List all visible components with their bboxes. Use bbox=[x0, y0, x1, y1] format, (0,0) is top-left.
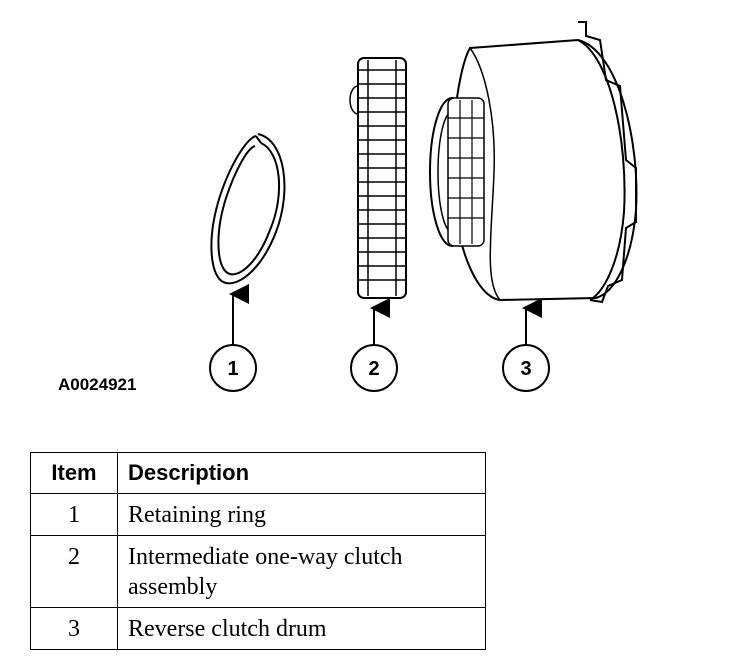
callout-1-label: 1 bbox=[227, 358, 238, 380]
row-2-description: Intermediate one-way clutch assembly bbox=[117, 535, 486, 608]
row-1-description: Retaining ring bbox=[117, 493, 486, 536]
figure-id: A0024921 bbox=[58, 375, 137, 394]
callout-1: 1 bbox=[209, 344, 257, 392]
row-2-item: 2 bbox=[30, 535, 118, 608]
one-way-clutch-drawing bbox=[349, 57, 407, 299]
exploded-view-illustration: 1 2 3 bbox=[209, 21, 638, 392]
table-row: 1 Retaining ring bbox=[30, 493, 486, 536]
table-row: 3 Reverse clutch drum bbox=[30, 607, 486, 650]
header-description: Description bbox=[117, 452, 486, 494]
legend-header-row: Item Description bbox=[30, 452, 486, 494]
header-item: Item bbox=[30, 452, 118, 494]
table-row: 2 Intermediate one-way clutch assembly bbox=[30, 535, 486, 608]
callout-3-label: 3 bbox=[520, 358, 531, 380]
callout-2: 2 bbox=[350, 344, 398, 392]
row-3-description: Reverse clutch drum bbox=[117, 607, 486, 650]
row-1-item: 1 bbox=[30, 493, 118, 536]
legend-table: Item Description 1 Retaining ring 2 Inte… bbox=[30, 452, 486, 650]
retaining-ring-drawing bbox=[210, 133, 286, 285]
clutch-drum-drawing bbox=[429, 21, 638, 304]
row-3-item: 3 bbox=[30, 607, 118, 650]
callout-3: 3 bbox=[502, 344, 550, 392]
callout-leaders bbox=[229, 284, 542, 344]
callout-2-label: 2 bbox=[368, 358, 379, 380]
